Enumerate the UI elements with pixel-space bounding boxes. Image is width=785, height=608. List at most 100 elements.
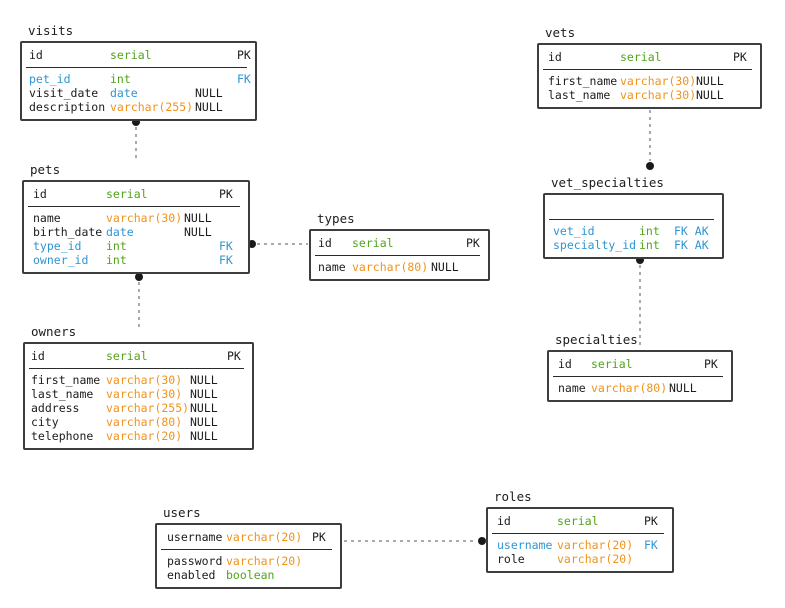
column-name: address bbox=[31, 401, 80, 415]
table-row: id serial PK bbox=[549, 357, 731, 371]
null-flag: NULL bbox=[190, 401, 218, 415]
column-type: int bbox=[106, 239, 127, 253]
table-row: vet_id int FK AK bbox=[545, 224, 722, 238]
null-flag: NULL bbox=[190, 415, 218, 429]
table-row: telephone varchar(20) NULL bbox=[25, 429, 252, 443]
column-type: int bbox=[110, 72, 131, 86]
table-row: username varchar(20) FK bbox=[488, 538, 672, 552]
table-row: enabled boolean bbox=[157, 568, 340, 582]
table-row: specialty_id int FK AK bbox=[545, 238, 722, 252]
table-box: id serial PK name varchar(30) NULL birth… bbox=[22, 180, 250, 274]
header-separator bbox=[549, 219, 714, 220]
relation-vets-vetspecialties-dot bbox=[646, 162, 654, 170]
header-separator bbox=[28, 206, 240, 207]
null-flag: NULL bbox=[195, 86, 223, 100]
table-specialties[interactable]: specialties id serial PK name varchar(80… bbox=[547, 333, 733, 402]
header-separator bbox=[161, 549, 332, 550]
table-row: name varchar(80) NULL bbox=[549, 381, 731, 395]
column-type: serial bbox=[557, 514, 599, 528]
column-type: varchar(20) bbox=[557, 552, 634, 566]
table-row: last_name varchar(30) NULL bbox=[539, 88, 760, 102]
table-row: last_name varchar(30) NULL bbox=[25, 387, 252, 401]
table-box: id serial PK username varchar(20) FK rol… bbox=[486, 507, 674, 573]
column-name: type_id bbox=[33, 239, 82, 253]
header-separator bbox=[29, 368, 244, 369]
column-type: serial bbox=[620, 50, 662, 64]
column-type: varchar(80) bbox=[591, 381, 668, 395]
column-name: birth_date bbox=[33, 225, 103, 239]
column-type: varchar(80) bbox=[106, 415, 183, 429]
null-flag: NULL bbox=[696, 74, 724, 88]
pk-flag: PK bbox=[644, 514, 658, 528]
column-name: id bbox=[33, 187, 47, 201]
table-row: id serial PK bbox=[539, 50, 760, 64]
column-name: visit_date bbox=[29, 86, 99, 100]
table-roles[interactable]: roles id serial PK username varchar(20) … bbox=[486, 490, 674, 573]
null-flag: NULL bbox=[696, 88, 724, 102]
table-row: id serial PK bbox=[311, 236, 488, 250]
table-row: id serial PK bbox=[25, 349, 252, 363]
column-name: id bbox=[548, 50, 562, 64]
pk-flag: PK bbox=[704, 357, 718, 371]
table-row: id serial PK bbox=[22, 48, 255, 62]
null-flag: NULL bbox=[669, 381, 697, 395]
table-box: id serial PK name varchar(80) NULL bbox=[547, 350, 733, 402]
column-name: vet_id bbox=[553, 224, 595, 238]
pk-flag: PK bbox=[219, 187, 233, 201]
table-title: specialties bbox=[555, 332, 638, 347]
relation-visits-pets-line bbox=[135, 127, 137, 159]
table-visits[interactable]: visits id serial PK pet_id int FK visit_… bbox=[20, 24, 257, 121]
column-type: int bbox=[639, 224, 660, 238]
column-type: date bbox=[110, 86, 138, 100]
table-users[interactable]: users username varchar(20) PK password v… bbox=[155, 506, 342, 589]
table-row bbox=[545, 200, 722, 214]
table-owners[interactable]: owners id serial PK first_name varchar(3… bbox=[23, 325, 254, 450]
table-row: description varchar(255) NULL bbox=[22, 100, 255, 114]
column-name: id bbox=[558, 357, 572, 371]
column-type: varchar(30) bbox=[106, 211, 183, 225]
pk-flag: PK bbox=[227, 349, 241, 363]
relation-pets-types-dot bbox=[248, 240, 256, 248]
table-row: owner_id int FK bbox=[24, 253, 248, 267]
column-name: id bbox=[31, 349, 45, 363]
table-row: username varchar(20) PK bbox=[157, 530, 340, 544]
column-name: id bbox=[29, 48, 43, 62]
table-title: pets bbox=[30, 162, 61, 177]
table-title: types bbox=[317, 211, 355, 226]
column-type: varchar(20) bbox=[226, 530, 303, 544]
table-row: city varchar(80) NULL bbox=[25, 415, 252, 429]
column-name: name bbox=[318, 260, 346, 274]
fk-flag: FK bbox=[644, 538, 658, 552]
column-type: varchar(255) bbox=[106, 401, 190, 415]
table-box: id serial PK pet_id int FK visit_date da… bbox=[20, 41, 257, 121]
column-name: last_name bbox=[31, 387, 94, 401]
column-name: owner_id bbox=[33, 253, 89, 267]
pk-flag: PK bbox=[237, 48, 251, 62]
column-name: city bbox=[31, 415, 59, 429]
table-types[interactable]: types id serial PK name varchar(80) NULL bbox=[309, 212, 490, 281]
column-name: id bbox=[497, 514, 511, 528]
table-box: id serial PK first_name varchar(30) NULL… bbox=[23, 342, 254, 450]
column-name: description bbox=[29, 100, 106, 114]
column-name: first_name bbox=[31, 373, 101, 387]
table-row: birth_date date NULL bbox=[24, 225, 248, 239]
column-type: varchar(20) bbox=[106, 429, 183, 443]
column-name: pet_id bbox=[29, 72, 71, 86]
relation-visits-pets-dot bbox=[132, 118, 140, 126]
relation-users-roles-dot bbox=[478, 537, 486, 545]
table-vet-specialties[interactable]: vet_specialties vet_id int FK AK special… bbox=[543, 176, 724, 259]
table-vets[interactable]: vets id serial PK first_name varchar(30)… bbox=[537, 26, 762, 109]
table-title: visits bbox=[28, 23, 74, 38]
column-type: serial bbox=[110, 48, 152, 62]
table-row: role varchar(20) bbox=[488, 552, 672, 566]
relation-vetspecialties-specialties-line bbox=[639, 265, 641, 346]
column-name: username bbox=[167, 530, 223, 544]
column-type: varchar(30) bbox=[620, 74, 697, 88]
relation-pets-types-line bbox=[257, 243, 308, 245]
table-row: first_name varchar(30) NULL bbox=[539, 74, 760, 88]
table-box: username varchar(20) PK password varchar… bbox=[155, 523, 342, 589]
column-name: telephone bbox=[31, 429, 94, 443]
table-pets[interactable]: pets id serial PK name varchar(30) NULL … bbox=[22, 163, 250, 274]
relation-vets-vetspecialties-line bbox=[649, 110, 651, 161]
table-box: id serial PK first_name varchar(30) NULL… bbox=[537, 43, 762, 109]
